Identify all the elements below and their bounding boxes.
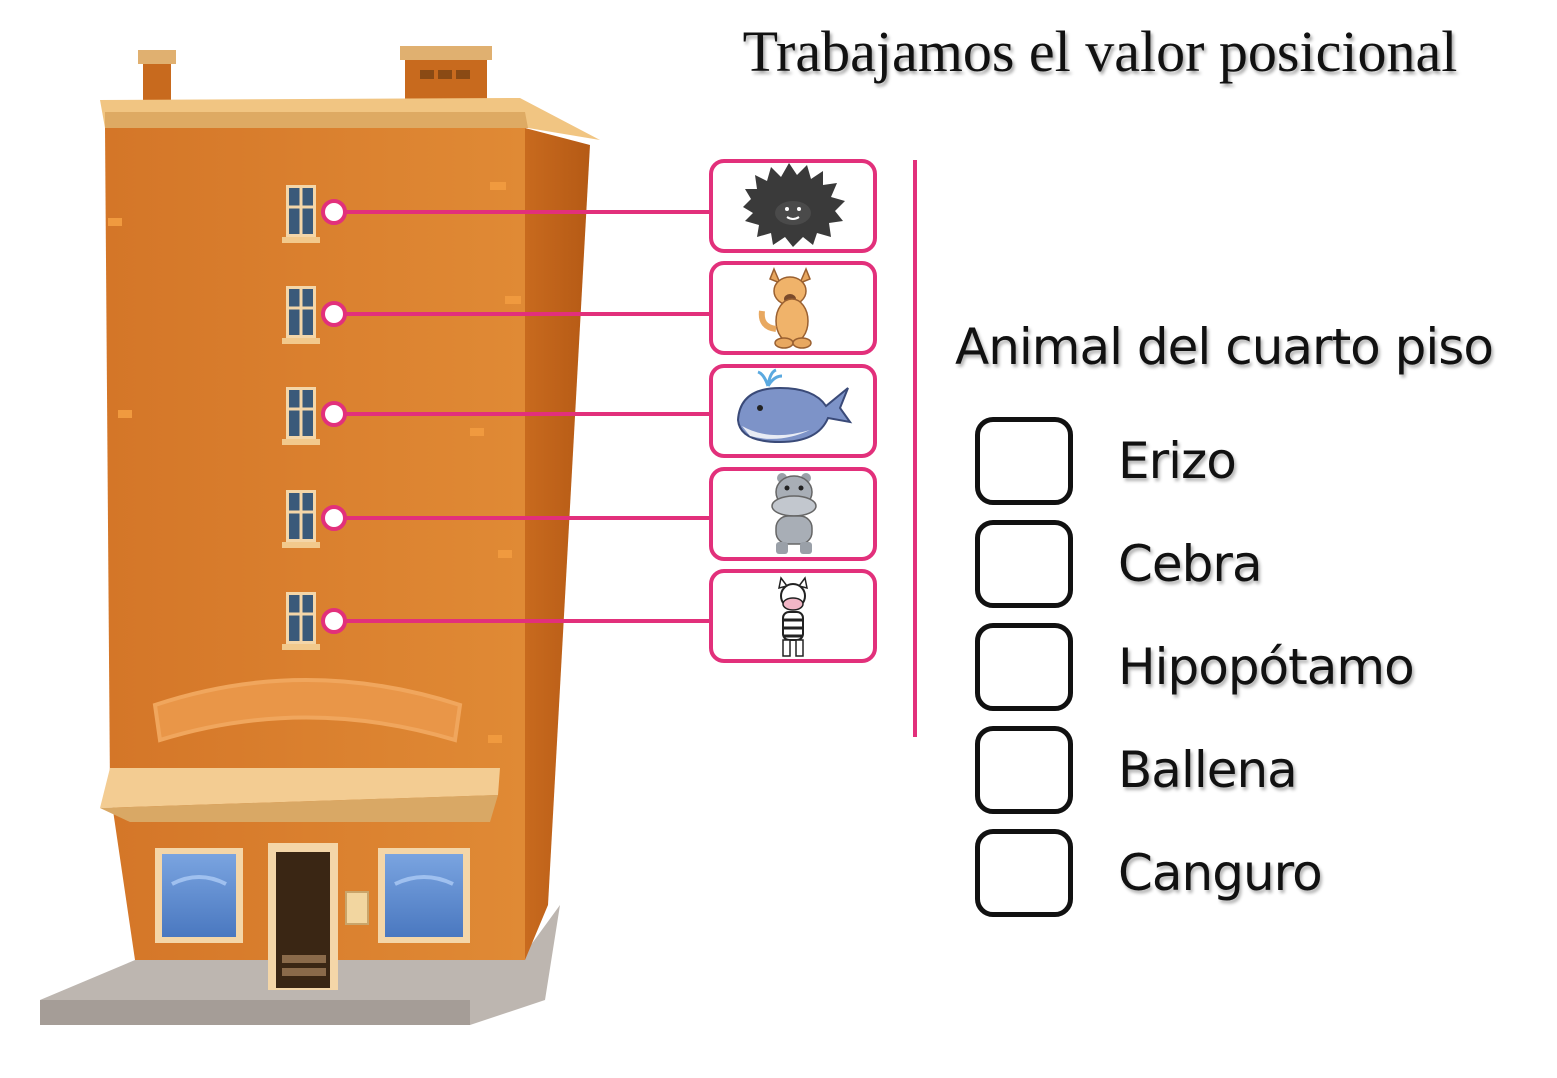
facade-arch [152,678,463,743]
checkbox-cebra[interactable] [975,520,1073,608]
building-scene [40,46,877,1025]
option-label-hipopotamo: Hipopótamo [1118,638,1415,696]
checkbox-erizo[interactable] [975,417,1073,505]
animal-card-floor-4 [709,261,877,355]
option-erizo[interactable]: Erizo [975,415,1535,507]
storefront-window-left [155,848,243,943]
option-label-ballena: Ballena [1118,741,1298,799]
roof [100,98,600,140]
animal-card-floor-1 [709,569,877,663]
door-notice [345,891,369,925]
option-label-cebra: Cebra [1118,535,1263,593]
checkbox-ballena[interactable] [975,726,1073,814]
windows [282,185,320,650]
connector-dots [321,199,347,634]
storefront-window-right [378,848,470,943]
whale-icon [736,368,853,444]
brick-accents [108,182,521,743]
checkbox-hipopotamo[interactable] [975,623,1073,711]
animal-card-floor-5 [709,159,877,253]
page-title: Trabajamos el valor posicional [742,19,1458,84]
zebra-icon [778,576,808,657]
floor-connectors [334,210,712,623]
animal-card-floor-2 [709,467,877,561]
option-label-canguro: Canguro [1118,844,1323,902]
checkbox-canguro[interactable] [975,829,1073,917]
entrance-door [268,843,338,990]
building-side-wall [525,128,590,960]
option-canguro[interactable]: Canguro [975,827,1535,919]
kangaroo-icon [758,267,812,349]
option-cebra[interactable]: Cebra [975,518,1535,610]
animal-card-floor-3 [709,364,877,458]
hedgehog-icon [743,163,845,247]
option-hipopotamo[interactable]: Hipopótamo [975,621,1535,713]
option-label-erizo: Erizo [1118,432,1237,490]
option-ballena[interactable]: Ballena [975,724,1535,816]
divider-line [913,160,917,737]
hippo-icon [771,473,817,554]
awning [100,768,500,822]
question-label: Animal del cuarto piso [955,318,1494,376]
